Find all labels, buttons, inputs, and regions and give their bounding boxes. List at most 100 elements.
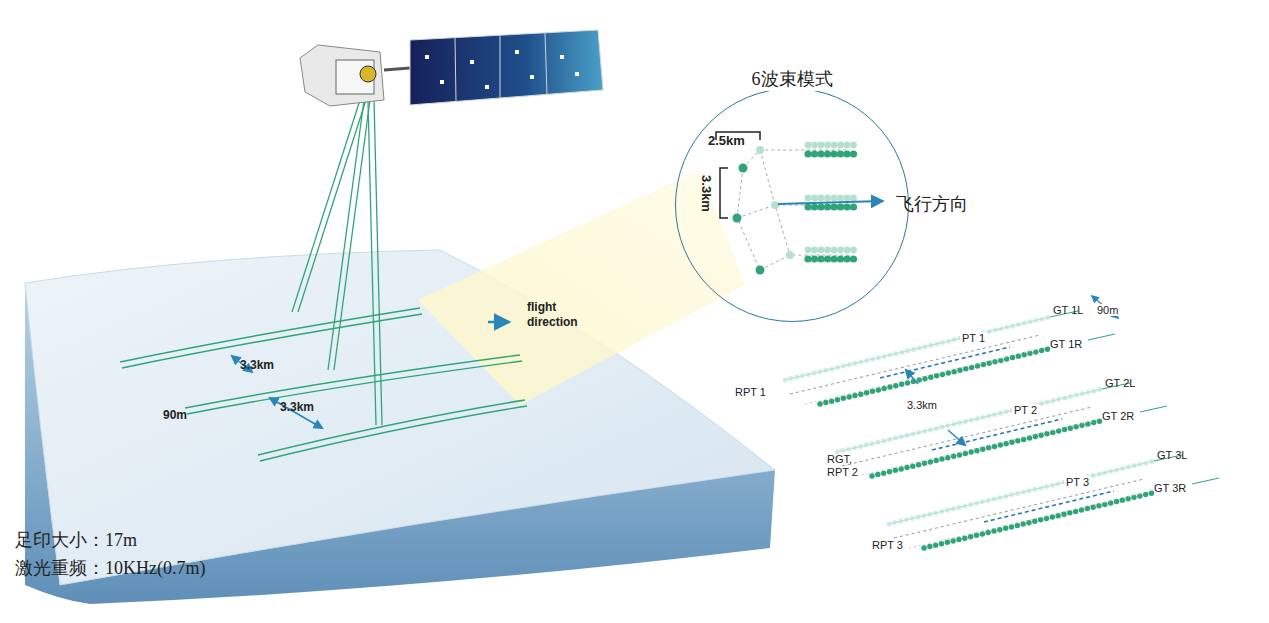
label: 3.3km xyxy=(280,400,314,414)
zoom-cone xyxy=(418,170,745,405)
footprint xyxy=(824,195,831,202)
footprint xyxy=(824,247,831,254)
label: RGT, RPT 2 xyxy=(827,453,867,479)
track-line xyxy=(842,407,1092,466)
track-line xyxy=(909,492,1149,548)
footprint xyxy=(805,142,812,149)
footprint xyxy=(830,203,837,210)
footprint xyxy=(843,150,850,157)
footprint xyxy=(817,255,824,262)
track-layout xyxy=(785,311,1219,548)
track-line xyxy=(880,347,1010,378)
label: 飞行方向 xyxy=(896,192,968,216)
track-line xyxy=(820,349,1048,404)
footprint xyxy=(844,247,851,254)
track-line xyxy=(1140,406,1167,412)
label: 3.3km xyxy=(905,399,939,411)
label: 激光重频：10KHz(0.7m) xyxy=(15,556,205,580)
footprint xyxy=(850,142,857,149)
label: RPT 3 xyxy=(872,539,903,551)
label: PT 3 xyxy=(1064,476,1091,488)
dim-arrow xyxy=(1092,296,1118,318)
footprint xyxy=(837,142,844,149)
footprint xyxy=(830,255,837,262)
footprint xyxy=(850,150,857,157)
label: GT 2R xyxy=(1102,410,1134,422)
satellite xyxy=(300,30,603,106)
label: 2.5km xyxy=(708,133,745,148)
label: GT 1R xyxy=(1050,338,1082,350)
label: GT 2L xyxy=(1105,377,1135,389)
dim-arrow xyxy=(906,370,918,384)
label: PT 2 xyxy=(1012,404,1039,416)
footprint xyxy=(811,203,818,210)
inset-title: 6波束模式 xyxy=(746,67,839,91)
track-line xyxy=(837,389,1102,452)
track-line xyxy=(932,419,1062,450)
footprint xyxy=(831,142,838,149)
footprint xyxy=(850,203,857,210)
dim-arrow xyxy=(948,430,965,445)
footprint xyxy=(831,195,838,202)
label: RPT 1 xyxy=(735,386,766,398)
label: 90m xyxy=(1097,304,1118,316)
track-line xyxy=(805,348,1045,404)
footprint xyxy=(837,195,844,202)
track-line xyxy=(889,461,1154,524)
footprint xyxy=(811,195,818,202)
footprint xyxy=(811,247,818,254)
footprint xyxy=(850,247,857,254)
panel-dots xyxy=(425,50,579,89)
footprint xyxy=(811,150,818,157)
label: 3.3km xyxy=(240,358,274,372)
label: PT 1 xyxy=(960,332,987,344)
footprint xyxy=(818,142,825,149)
footprint xyxy=(837,255,844,262)
footprint xyxy=(811,142,818,149)
track-line xyxy=(785,317,1050,380)
ground-tracks xyxy=(120,308,527,461)
footprint xyxy=(811,255,818,262)
footprint xyxy=(824,142,831,149)
footprint xyxy=(831,247,838,254)
track-line xyxy=(1088,334,1115,340)
footprint xyxy=(843,203,850,210)
track-line xyxy=(790,335,1040,394)
track-line xyxy=(984,491,1114,522)
label: GT 1L xyxy=(1053,304,1083,316)
laser-beams xyxy=(292,100,382,425)
footprint xyxy=(850,195,857,202)
footprint xyxy=(837,247,844,254)
footprint xyxy=(824,255,831,262)
track-line xyxy=(785,317,1050,380)
label: GT 3L xyxy=(1157,449,1187,461)
footprint xyxy=(844,195,851,202)
track-line xyxy=(889,461,1154,524)
track-line xyxy=(924,493,1152,548)
footprint xyxy=(824,150,831,157)
dim-arrow xyxy=(270,398,322,428)
track-line xyxy=(894,479,1144,538)
footprint xyxy=(843,255,850,262)
footprint xyxy=(818,195,825,202)
track-line xyxy=(857,420,1097,476)
label: 90m xyxy=(163,408,187,422)
footprint xyxy=(804,255,811,262)
flight-arrow xyxy=(778,201,882,204)
footprint xyxy=(804,150,811,157)
label: 3.3km xyxy=(699,175,714,212)
track-line xyxy=(1192,478,1219,484)
track-line xyxy=(872,421,1100,476)
label: flight direction xyxy=(527,300,589,330)
footprint xyxy=(817,150,824,157)
footprint xyxy=(805,247,812,254)
footprint xyxy=(824,203,831,210)
footprint xyxy=(804,203,811,210)
footprint xyxy=(805,195,812,202)
footprint xyxy=(850,255,857,262)
flight-arrow xyxy=(488,321,508,324)
footprint xyxy=(837,150,844,157)
footprint xyxy=(837,203,844,210)
label: GT 3R xyxy=(1154,482,1186,494)
footprint xyxy=(817,203,824,210)
